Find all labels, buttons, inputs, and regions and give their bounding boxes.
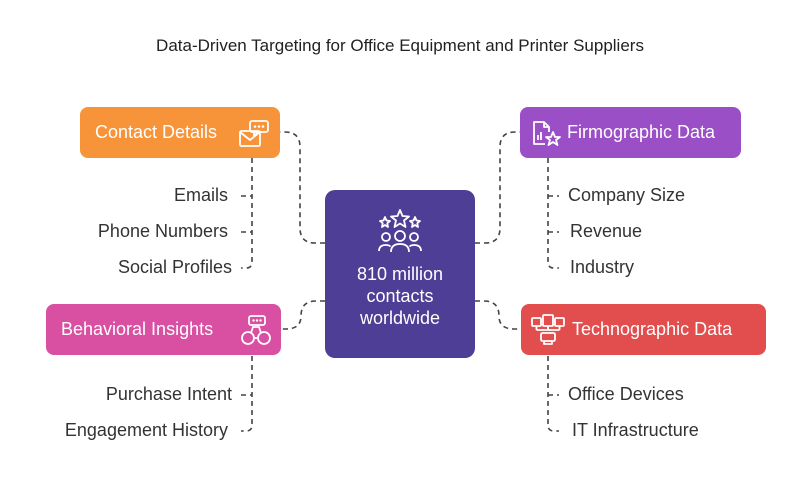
stars-and-group-icon — [375, 206, 425, 261]
page-title: Data-Driven Targeting for Office Equipme… — [156, 36, 644, 55]
bracket-firmographic — [547, 158, 559, 269]
connector-behavioral — [281, 300, 325, 330]
item-engagement-history: Engagement History — [64, 420, 228, 440]
item-revenue: Revenue — [570, 221, 643, 241]
item-it-infrastructure: IT Infrastructure — [572, 420, 699, 440]
technographic-data-box: Technographic Data — [521, 304, 766, 355]
behavioral-insights-label: Behavioral Insights — [61, 319, 214, 339]
chat-mail-icon — [238, 120, 270, 153]
item-emails: Emails — [173, 185, 228, 205]
technographic-data-label: Technographic Data — [572, 319, 733, 339]
devices-icon — [531, 314, 565, 351]
contact-details-label: Contact Details — [95, 122, 218, 142]
center-line-3: worldwide — [359, 308, 441, 328]
item-industry: Industry — [570, 257, 635, 277]
bracket-contact — [241, 158, 253, 269]
contact-details-box: Contact Details — [80, 107, 280, 158]
connector-technographic — [475, 300, 521, 330]
item-office-devices: Office Devices — [568, 384, 684, 404]
center-node: 810 million contacts worldwide — [325, 190, 475, 358]
connector-firmographic — [475, 131, 520, 244]
bracket-behavioral — [241, 356, 253, 432]
center-text: 810 million contacts worldwide — [325, 263, 475, 329]
bracket-technographic — [547, 356, 559, 432]
behavioral-insights-box: Behavioral Insights — [46, 304, 281, 355]
binoculars-icon — [239, 315, 273, 352]
item-phone-numbers: Phone Numbers — [97, 221, 228, 241]
firmographic-data-box: Firmographic Data — [520, 107, 741, 158]
firmographic-data-label: Firmographic Data — [567, 122, 716, 142]
center-line-2: contacts — [366, 286, 434, 306]
connector-contact — [280, 131, 325, 244]
item-social-profiles: Social Profiles — [117, 257, 232, 277]
center-line-1: 810 million — [356, 264, 444, 284]
item-company-size: Company Size — [568, 185, 686, 205]
chart-star-icon — [531, 118, 561, 153]
item-purchase-intent: Purchase Intent — [105, 384, 232, 404]
